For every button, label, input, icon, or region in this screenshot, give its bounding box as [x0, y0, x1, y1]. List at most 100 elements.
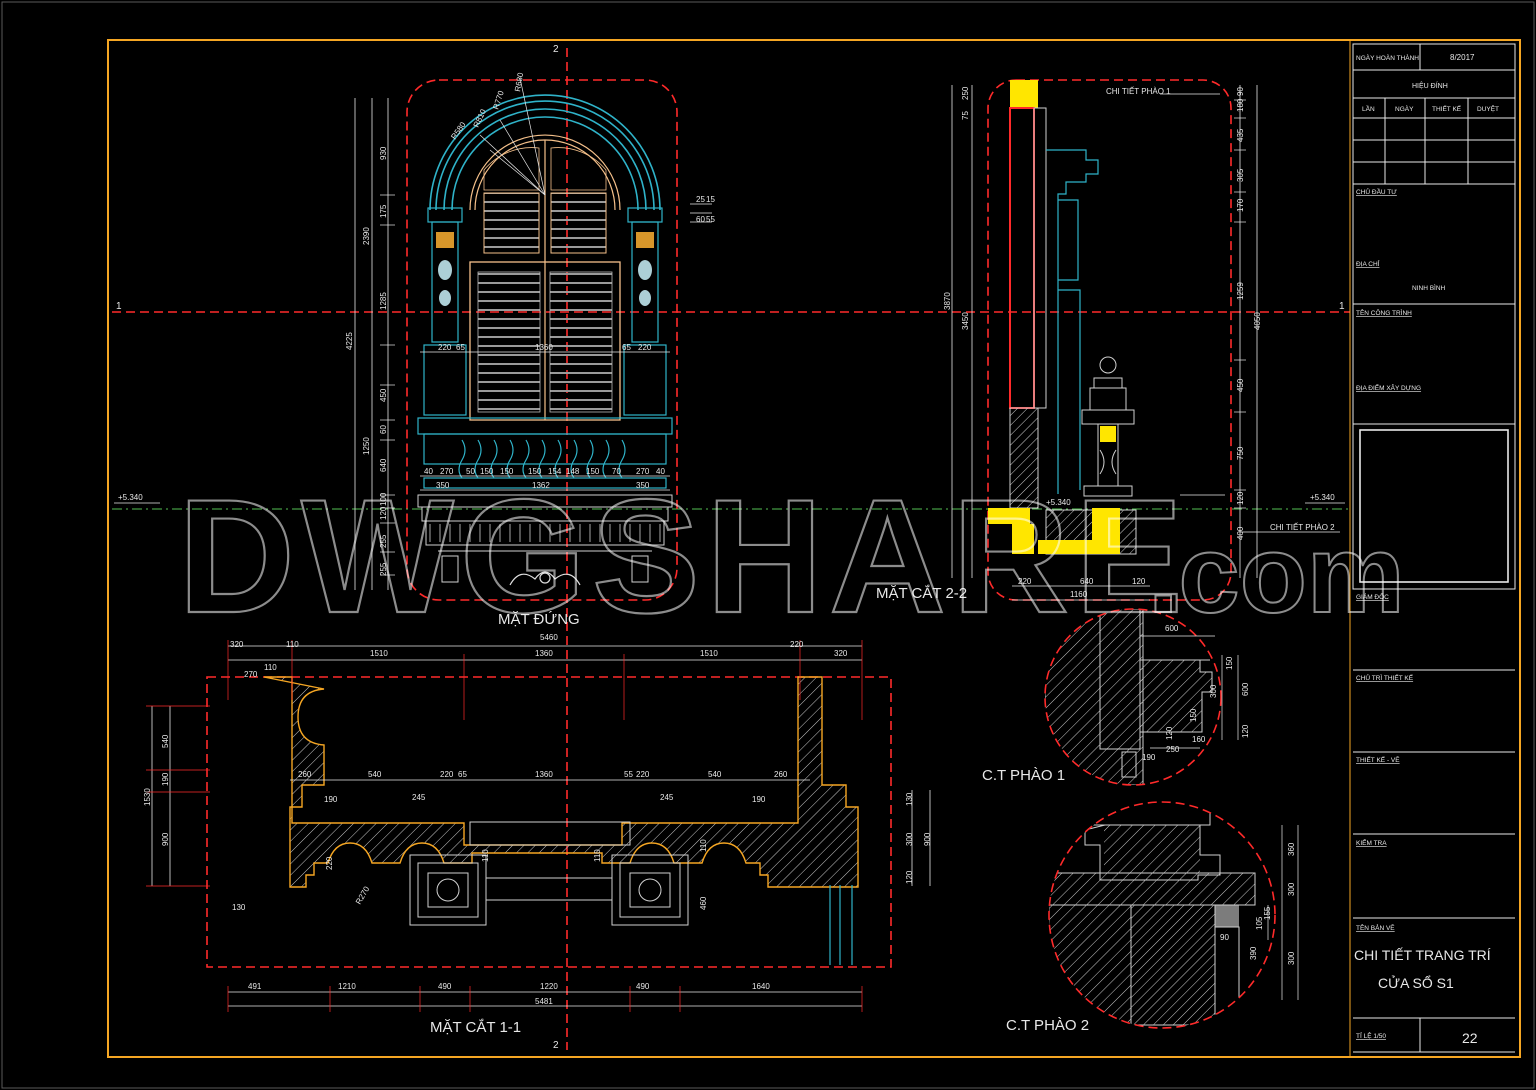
- dim-elev-b154: 154: [548, 467, 562, 476]
- tb-rev-col-duyet: DUYỆT: [1477, 104, 1499, 113]
- dim-elev-175: 175: [379, 204, 388, 218]
- dim-s11-b1640: 1640: [752, 982, 770, 991]
- tb-rev-col-lan: LẦN: [1362, 103, 1375, 113]
- dim-s11-m300: 300: [905, 832, 914, 846]
- dim-elev-b270b: 270: [636, 467, 650, 476]
- callout-chi-tiet-phao-1: CHI TIẾT PHÀO 1: [1106, 86, 1171, 96]
- dim-s11-220: 220: [790, 640, 804, 649]
- level-mid: +5.340: [1046, 498, 1071, 507]
- dim-elev-h65b: 65: [622, 343, 631, 352]
- dim-elev-930: 930: [379, 146, 388, 160]
- dim-s11-in-220b: 220: [636, 770, 650, 779]
- dim-elev-h1360: 1360: [535, 343, 553, 352]
- dim-elev-r580: R580: [449, 120, 468, 141]
- watermark-suffix: .com: [1148, 513, 1405, 636]
- dim-s11-total: 5460: [540, 633, 558, 642]
- dim-elev-2390: 2390: [362, 227, 371, 245]
- dim-d2-105: 105: [1255, 916, 1264, 930]
- dim-s22-170: 170: [1236, 198, 1245, 212]
- tb-director: GIÁM ĐỐC: [1356, 591, 1389, 601]
- dim-s11-m900: 900: [923, 832, 932, 846]
- tb-revision: HIỆU ĐÍNH: [1412, 81, 1448, 90]
- dim-s11-m130b: 130: [905, 792, 914, 806]
- dim-s11-1360: 1360: [535, 649, 553, 658]
- detail-1-view: 600 150 300 600 150 120 160 120 250 190 …: [982, 608, 1250, 786]
- axis-1-right: 1: [1339, 301, 1345, 312]
- tb-owner: CHỦ ĐẦU TƯ: [1356, 186, 1397, 196]
- dim-s11-b1220: 1220: [540, 982, 558, 991]
- dim-elev-1285: 1285: [379, 292, 388, 310]
- dim-s11-l1530: 1530: [143, 788, 152, 806]
- dim-elev-120: 120: [379, 506, 388, 520]
- level-left: +5.340: [118, 493, 143, 502]
- dim-d1-600b: 600: [1241, 682, 1250, 696]
- dim-s22-120: 120: [1236, 491, 1245, 505]
- tb-lead-designer: CHỦ TRÌ THIẾT KẾ: [1356, 672, 1414, 682]
- view-title-detail-2: C.T PHÀO 2: [1006, 1017, 1089, 1034]
- tb-scale: TỈ LỆ 1/50: [1356, 1031, 1386, 1040]
- dim-s22-4050: 4050: [1253, 312, 1262, 330]
- dim-s11-in-55: 55: [624, 770, 633, 779]
- dim-s11-l900: 900: [161, 832, 170, 846]
- elevation-view: 4225 2390 1250 930 175 1285 450 60 640 1…: [345, 71, 715, 628]
- dim-d1-600: 600: [1165, 624, 1179, 633]
- dim-elev-h65a: 65: [456, 343, 465, 352]
- dim-s22-3450: 3450: [961, 312, 970, 330]
- tb-checker: KIỂM TRA: [1356, 838, 1387, 847]
- dim-s11-in2-190a: 190: [324, 795, 338, 804]
- watermark: DWGSHARE .com: [177, 465, 1406, 648]
- dim-s22-305: 305: [1236, 168, 1245, 182]
- dim-elev-1250: 1250: [362, 437, 371, 455]
- dim-elev-450: 450: [379, 388, 388, 402]
- dim-s22-3870: 3870: [943, 292, 952, 310]
- callout-chi-tiet-phao-2: CHI TIẾT PHÀO 2: [1270, 522, 1335, 532]
- dim-elev-b150a: 150: [480, 467, 494, 476]
- dim-elev-60b: 60: [696, 215, 705, 224]
- dim-s11-in2-190b: 190: [752, 795, 766, 804]
- dim-elev-100: 100: [379, 492, 388, 506]
- tb-completion-value: 8/2017: [1450, 53, 1475, 62]
- dim-elev-b148: 148: [566, 467, 580, 476]
- dim-d1-120b: 120: [1165, 726, 1174, 740]
- dim-s22-250: 250: [961, 86, 970, 100]
- view-title-detail-1: C.T PHÀO 1: [982, 767, 1065, 784]
- dim-s11-m110: 110: [264, 663, 277, 672]
- balustrade: [458, 439, 626, 479]
- dim-s11-in-540b: 540: [708, 770, 722, 779]
- dim-s11-m220: 220: [325, 856, 334, 870]
- dim-s11-m270: 270: [244, 670, 258, 679]
- dim-s22-1259: 1259: [1236, 282, 1245, 300]
- dim-s11-in-540a: 540: [368, 770, 382, 779]
- dim-elev-15: 15: [706, 195, 715, 204]
- dim-elev-25: 25: [696, 195, 705, 204]
- dim-elev-b50: 50: [466, 467, 475, 476]
- dim-s22-75: 75: [961, 111, 970, 120]
- dim-elev-b270a: 270: [440, 467, 454, 476]
- dim-s11-m130: 130: [232, 903, 246, 912]
- axis-1-left: 1: [116, 301, 122, 312]
- view-title-section-1-1: MẶT CẮT 1-1: [430, 1018, 521, 1036]
- tb-completion-label: NGÀY HOÀN THÀNH: [1356, 53, 1419, 62]
- section-1-1-view: 5460 320 110 1510 1360 1510 220 320 260 …: [143, 633, 932, 1036]
- dim-d2-360: 360: [1287, 842, 1296, 856]
- dim-s22-435: 435: [1236, 128, 1245, 142]
- axis-2-bottom: 2: [553, 1040, 559, 1051]
- dim-elev-b150d: 150: [586, 467, 600, 476]
- dim-elev-total: 4225: [345, 332, 354, 350]
- dim-s11-320a: 320: [230, 640, 244, 649]
- dim-elev-60: 60: [379, 425, 388, 434]
- dim-elev-640: 640: [379, 458, 388, 472]
- title-block: [1349, 40, 1516, 1057]
- tb-project: TÊN CÔNG TRÌNH: [1356, 308, 1412, 317]
- dim-s11-in-260a: 260: [298, 770, 312, 779]
- dim-elev-h220b: 220: [638, 343, 652, 352]
- dim-d1-160: 160: [1192, 735, 1206, 744]
- dim-s11-l190: 190: [161, 772, 170, 786]
- dim-elev-b40b: 40: [656, 467, 665, 476]
- dim-elev-b1362: 1362: [532, 481, 550, 490]
- dim-s11-in-1360: 1360: [535, 770, 553, 779]
- dim-s11-in-260b: 260: [774, 770, 788, 779]
- dim-s11-m120: 120: [905, 870, 914, 884]
